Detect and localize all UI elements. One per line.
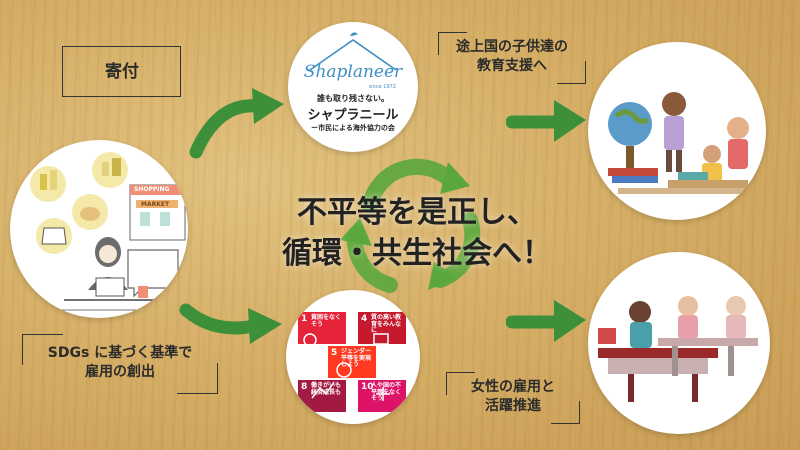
donation-label-box: 寄付 [62,46,181,97]
donation-label: 寄付 [105,62,139,82]
center-message-line2: 循環・共生社会へ！ [282,236,552,272]
market-sign: MARKET [141,201,170,208]
sdgs-wheel-icon [303,333,390,401]
shaplaneer-logo-text: Shaplaneer [303,62,403,82]
women-label-line1: 女性の雇用と [471,379,555,395]
shaplaneer-tagline: 誰も取り残さない。 [317,94,389,103]
recycle-arrows-icon [340,158,481,293]
shopping-illustration-circle: SHOPPING MARKET [10,140,188,318]
sdg-title: 貧困をなくそう [311,314,342,328]
arrow-to-women-icon [506,300,586,342]
shaplaneer-name: シャプラニール [307,108,399,123]
employment-label-box: SDGs に基づく基準で 雇用の創出 [22,334,218,394]
sdg-title: 質の高い教育をみんなに [371,314,402,335]
education-label-line2: 教育支援へ [477,57,547,74]
sdg-title: 働きがいも経済成長も [311,382,342,396]
arrow-to-sdgs-icon [179,303,282,344]
women-sewing-illustration [598,296,758,402]
center-message: 不平等を是正し、 循環・共生社会へ！ [272,192,562,275]
children-books-globe-illustration [608,92,749,194]
women-label-line2: 活躍推進 [485,397,541,414]
arrow-to-shaplaneer-icon [189,88,284,159]
education-label-box: 途上国の子供達の 教育支援へ [438,32,586,84]
sdg-title: ジェンダー平等を実現しよう [341,348,372,369]
employment-label-line2: 雇用の創出 [85,363,155,380]
shaplaneer-since: since 1972 [368,84,396,90]
sdg-number: 5 [331,348,338,358]
arrow-to-education-icon [506,100,586,142]
education-label-line1: 途上国の子供達の [456,39,568,55]
house-roof-icon [309,32,397,71]
employment-label-line1: SDGs に基づく基準で [47,345,193,361]
shaplaneer-logo-circle: Shaplaneer since 1972 誰も取り残さない。 シャプラニール … [288,22,418,152]
sdg-number: 4 [361,314,368,324]
women-label-box: 女性の雇用と 活躍推進 [446,372,580,424]
education-illustration-circle [588,42,766,220]
shopping-person-illustration [30,152,186,311]
sdg-title: 人や国の不平等をなくそう [371,382,402,403]
women-workers-illustration-circle [588,252,770,434]
shopping-sign: SHOPPING [134,186,170,193]
sdg-number: 10 [361,382,374,392]
sdg-number: 1 [301,314,308,324]
center-message-line1: 不平等を是正し、 [297,195,537,230]
sdg-number: 8 [301,382,308,392]
shaplaneer-subtitle: ー市民による海外協力の会 [311,124,395,132]
